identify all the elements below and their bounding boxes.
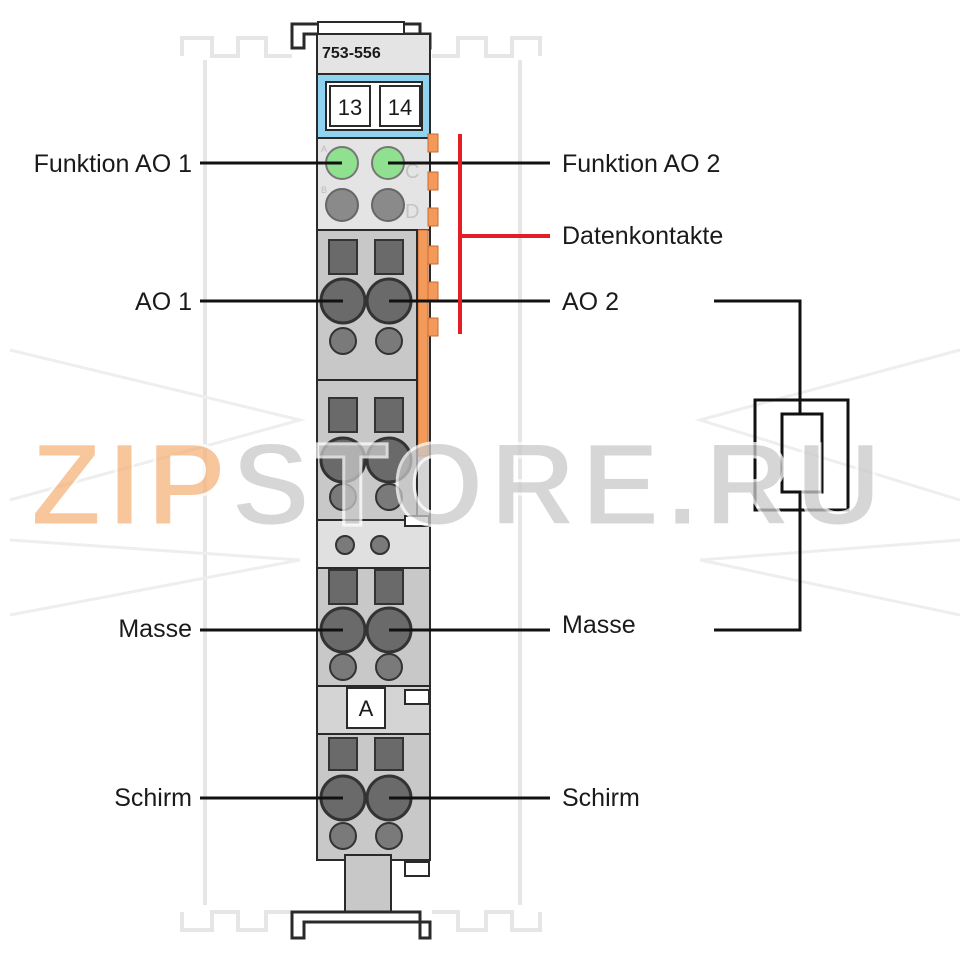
label-datenkontakte: Datenkontakte	[562, 222, 723, 250]
led-letter-c: C	[405, 161, 419, 183]
label-funktion-ao1: Funktion AO 1	[34, 150, 192, 178]
part-number: 753-556	[322, 45, 381, 62]
terminal-number-13: 13	[338, 95, 362, 120]
watermark: ZIPSTORE.RU	[29, 418, 887, 553]
led-letter-a: A	[321, 144, 327, 154]
marker-label: A	[359, 696, 374, 721]
side-notches	[404, 515, 430, 877]
data-contacts-bracket	[458, 134, 550, 334]
leader-lines	[200, 161, 550, 800]
terminal-group-2	[316, 379, 418, 521]
label-funktion-ao2: Funktion AO 2	[562, 150, 720, 178]
bottom-clip	[290, 854, 432, 940]
label-masse-left: Masse	[118, 615, 192, 643]
label-masse-right: Masse	[562, 611, 636, 639]
label-ao2: AO 2	[562, 288, 619, 316]
terminal-group-masse	[316, 567, 431, 687]
label-ao1: AO 1	[135, 288, 192, 316]
label-schirm-right: Schirm	[562, 784, 640, 812]
terminal-group-ao	[316, 229, 418, 381]
module-separator	[316, 519, 431, 569]
led-d	[371, 188, 405, 222]
led-panel: A B C D	[316, 137, 431, 231]
watermark-orange: ZIP	[30, 419, 232, 551]
led-b	[325, 188, 359, 222]
label-schirm-left: Schirm	[114, 784, 192, 812]
led-letter-b: B	[321, 185, 327, 195]
terminal-number-14: 14	[388, 95, 412, 120]
watermark-gray: STORE.RU	[232, 419, 888, 551]
labels: Funktion AO 1 Funktion AO 2 Datenkontakt…	[34, 150, 724, 812]
led-letter-d: D	[405, 201, 419, 223]
resistor-symbol	[714, 299, 850, 632]
din-rail-outline	[180, 36, 542, 932]
terminal-number-header: 13 14	[316, 73, 431, 139]
svg-text:ZIPSTORE.RU: ZIPSTORE.RU	[30, 419, 887, 551]
watermark-arrows	[9, 348, 961, 617]
